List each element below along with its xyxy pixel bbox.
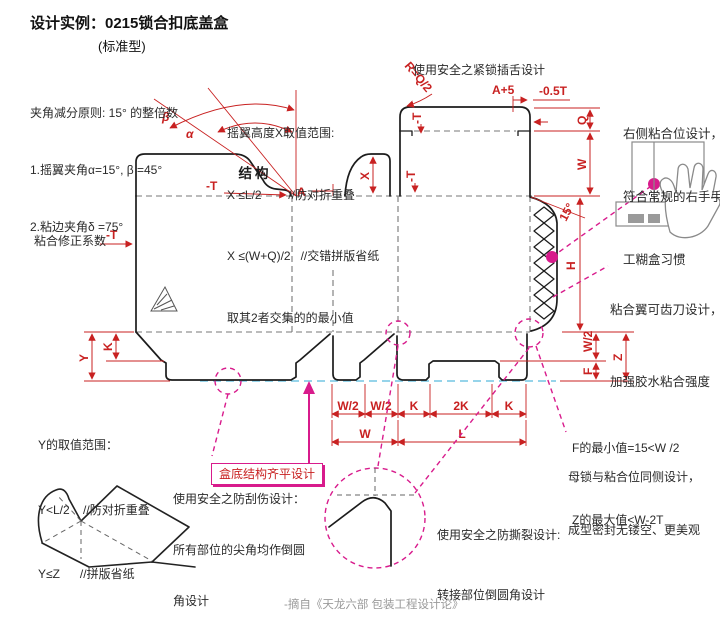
dim-label-w2-2: W/2 — [370, 399, 392, 413]
bottom-flap-right — [396, 333, 528, 381]
dim-label-k2: K — [505, 399, 514, 413]
highlight-circle-transition — [514, 318, 544, 348]
lid-panel-sides — [399, 130, 531, 197]
note-glue-coeff: 粘合修正系数 — [34, 234, 107, 248]
dim-label-h: H — [564, 261, 578, 270]
dim-label-w-bottom: W — [359, 427, 371, 441]
note-y-range: Y的取值范围： Y<L/2 //防对折重叠 Y≤Z //拼版省纸 取其2者交集的… — [38, 438, 150, 581]
dim-label-f: F — [581, 368, 595, 375]
bottom-flap-left — [135, 331, 331, 381]
carton-slot-2 — [648, 214, 660, 223]
dim-label-k-left: K — [101, 342, 115, 351]
dim-label-y: Y — [77, 354, 91, 362]
note-tuck-safety: 使用安全之紧锁插舌设计 — [413, 63, 546, 77]
box-bottom-sketch — [37, 485, 196, 568]
dim-label-minus-t-flap: -T — [206, 179, 218, 193]
dim-label-2k: 2K — [453, 399, 469, 413]
glue-flap-dot — [546, 251, 558, 263]
note-x-range: 摇翼高度X取值范围: X ≤L/2 //防对折重叠 X ≤(W+Q)/2 //交… — [227, 126, 380, 325]
carton-slot-1 — [628, 214, 644, 223]
dim-label-t05: -0.5T — [539, 84, 568, 98]
structure-label: 结构 — [239, 165, 272, 181]
tuck-flap — [399, 106, 531, 132]
source-caption: -摘自《天龙六部 包装工程设计论》 — [284, 599, 464, 611]
dim-label-minus-t-lid1: -T — [410, 112, 424, 124]
highlight-circle-peak — [385, 320, 411, 346]
glued-carton-illustration — [615, 141, 720, 239]
dim-label-15deg: 15° — [556, 201, 577, 224]
leader-to-lock-note — [535, 345, 567, 433]
dim-label-alpha: α — [186, 127, 194, 141]
note-glue-serration: 粘合翼可齿刀设计， 加强胶水粘合强度 — [610, 303, 720, 389]
fold-lines — [136, 130, 557, 333]
leader-transition-to-detail — [414, 347, 530, 494]
dim-label-k1: K — [410, 399, 419, 413]
leader-to-scratch-note — [211, 393, 229, 457]
glue-flap-serration — [533, 206, 555, 320]
note-lock-side: 母锁与粘合位同侧设计， 成型密封无镂空、更美观 — [568, 470, 701, 537]
glue-flap-outline — [529, 196, 558, 332]
dim-label-w2-1: W/2 — [337, 399, 359, 413]
dim-label-w2-right: W/2 — [581, 330, 595, 352]
dim-label-a: A — [297, 185, 306, 199]
note-tear-safety: 使用安全之防撕裂设计: 转接部位倒圆角设计 — [437, 528, 561, 602]
note-scratch-safety: 使用安全之防刮伤设计： 所有部位的尖角均作倒圆 角设计 — [173, 492, 306, 608]
leader-serration-note — [552, 265, 609, 298]
dim-label-z: Z — [611, 354, 625, 361]
page-subtitle: (标准型) — [98, 39, 146, 54]
dim-label-minus-t-lid2: -T — [404, 170, 418, 182]
leader-glue-to-box — [551, 183, 655, 258]
callout-flush-bottom: 盒底结构齐平设计 — [211, 463, 324, 485]
note-angle-rule: 夹角减分原则: 15° 的整倍数 1.摇翼夹角α=15°, β =45° 2.粘… — [30, 106, 179, 234]
bottom-flap-middle — [332, 333, 395, 381]
dim-label-w-side: W — [575, 158, 589, 170]
top-dust-flap — [135, 153, 292, 197]
top-small-flap — [344, 153, 391, 197]
dim-label-q: Q — [575, 116, 589, 125]
tuck-shoulders — [400, 130, 530, 136]
dim-label-beta: β — [161, 110, 170, 124]
cut-lines — [135, 106, 558, 381]
flush-arrow-head — [303, 381, 315, 394]
note-fz-limits: F的最小值=15<W /2 Z的最大值<W-2T — [572, 441, 680, 527]
dim-label-minus-t-glue: -T — [106, 228, 118, 242]
triangle-hatch-mark — [150, 285, 178, 312]
page-title: 设计实例：0215锁合扣底盖盒 — [30, 15, 229, 32]
corner-detail — [328, 468, 417, 567]
highlights — [211, 178, 660, 569]
leader-peak-to-detail — [377, 345, 399, 467]
note-right-glue: 右侧粘合位设计， 符合常规的右手手 工糊盒习惯 — [623, 127, 720, 267]
dim-label-x: X — [358, 172, 372, 180]
dim-label-a5: A+5 — [492, 83, 515, 97]
